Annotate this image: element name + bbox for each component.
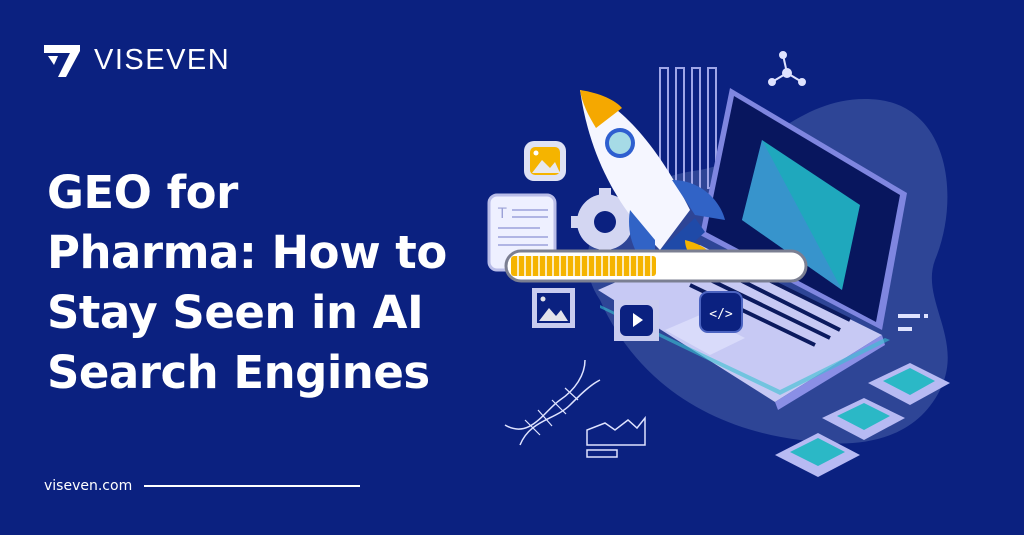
svg-text:</>: </> [709, 307, 733, 322]
divider [144, 485, 361, 487]
picture-icon [532, 288, 575, 328]
dna-icon [504, 359, 601, 446]
code-icon: </> [699, 291, 743, 333]
viseven-logo-icon [44, 44, 80, 77]
headline-line: Search Engines [47, 346, 430, 399]
text-lines-icon [898, 314, 928, 331]
play-icon [614, 300, 659, 341]
svg-text:T: T [497, 206, 507, 222]
headline-line: Pharma: How to [47, 226, 447, 279]
footer: viseven.com [44, 478, 361, 494]
website-link[interactable]: viseven.com [44, 478, 133, 494]
image-icon [524, 141, 566, 181]
gear-icon [571, 188, 639, 256]
progress-bar [504, 249, 808, 283]
molecule-icon [768, 51, 806, 86]
headline-line: GEO for [47, 166, 238, 219]
vertical-bars-icon [659, 67, 717, 189]
progress-fill [511, 256, 656, 276]
brand-name: VISEVEN [94, 44, 231, 76]
chip-icons [775, 363, 950, 477]
headline: GEO for Pharma: How to Stay Seen in AI S… [47, 163, 447, 403]
brand-logo: VISEVEN [44, 44, 230, 77]
headline-line: Stay Seen in AI [47, 286, 424, 339]
chart-outline-icon [586, 415, 646, 458]
